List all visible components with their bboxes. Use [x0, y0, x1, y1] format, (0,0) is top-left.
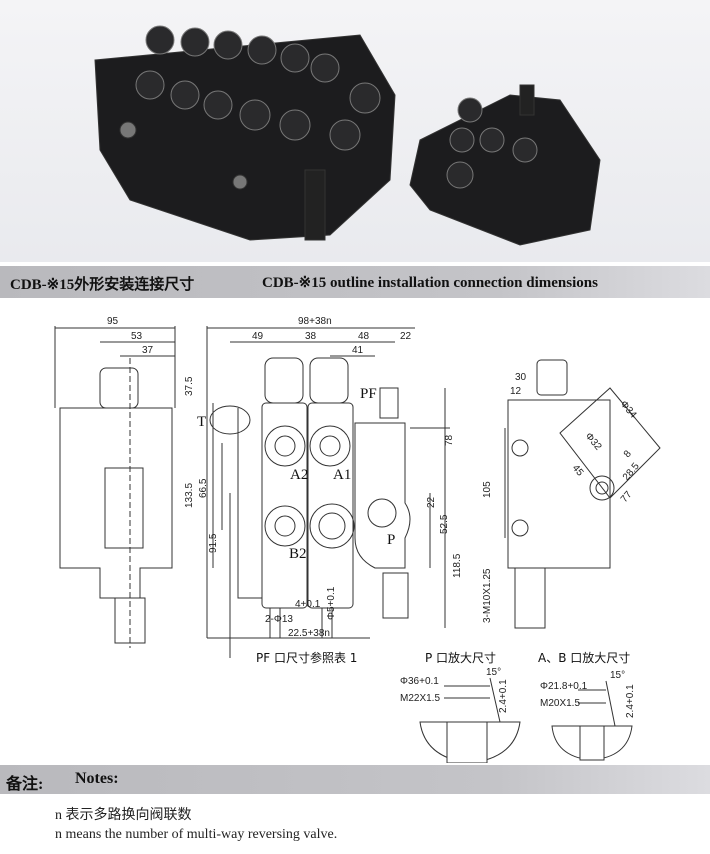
dim-phi32: Φ32: [583, 431, 604, 453]
section-title-en: CDB-※15 outline installation connection …: [262, 275, 598, 291]
dim-49: 49: [252, 331, 264, 342]
ab-port-depth: 2.4+0.1: [625, 684, 636, 718]
p-port-depth: 2.4+0.1: [498, 679, 509, 713]
product-photo: [0, 0, 710, 262]
dim-95: 95: [107, 316, 119, 327]
notes-heading-cn: 备注:: [6, 776, 44, 793]
note-line-en: n means the number of multi-way reversin…: [55, 827, 338, 842]
side-view-drawing: [54, 326, 176, 648]
dim-phi5: Φ5+0.1: [326, 586, 337, 620]
dim-38: 38: [305, 331, 317, 342]
dim-28-5: 28.5: [621, 461, 642, 483]
dim-91-5: 91.5: [208, 533, 219, 553]
section-title-cn: CDB-※15外形安装连接尺寸: [10, 277, 195, 293]
caption-p-port: P 口放大尺寸: [425, 650, 496, 665]
valve-photo-illustration: [94, 25, 601, 246]
p-port-diameter: Φ36+0.1: [400, 676, 439, 687]
port-label-p: P: [387, 532, 395, 548]
notes-heading-en: Notes:: [75, 770, 119, 787]
dim-78: 78: [444, 434, 455, 446]
front-view-drawing: [206, 326, 450, 658]
dim-30: 30: [515, 372, 527, 383]
dim-48: 48: [358, 331, 370, 342]
notes-bar: 备注: Notes:: [0, 765, 710, 794]
port-label-a1: A1: [333, 467, 351, 483]
p-port-thread: M22X1.5: [400, 693, 440, 704]
dim-45: 45: [570, 463, 586, 479]
dim-phi34: Φ34: [618, 399, 639, 421]
port-label-a2: A2: [290, 467, 308, 483]
caption-pf-port: PF 口尺寸参照表 1: [256, 650, 357, 665]
dim-22-5-38n: 22.5+38n: [288, 628, 330, 639]
port-label-pf: PF: [360, 386, 377, 402]
dim-37-5: 37.5: [184, 376, 195, 396]
p-port-section: [419, 677, 521, 763]
dim-37: 37: [142, 345, 154, 356]
dim-133-5: 133.5: [184, 483, 195, 508]
port-label-b2: B2: [289, 546, 307, 562]
ab-port-thread: M20X1.5: [540, 698, 580, 709]
large-valve-image: [94, 25, 396, 241]
dim-52-5: 52.5: [439, 514, 450, 534]
dim-53: 53: [131, 331, 143, 342]
ab-port-angle: 15°: [610, 670, 625, 681]
dim-105: 105: [482, 481, 493, 498]
caption-ab-port: A、B 口放大尺寸: [538, 650, 630, 665]
dim-41: 41: [352, 345, 364, 356]
dim-98-38n: 98+38n: [298, 316, 332, 327]
ab-port-section: [551, 680, 633, 761]
dim-12: 12: [510, 386, 522, 397]
dim-66-5: 66.5: [198, 478, 209, 498]
dim-77: 77: [619, 489, 635, 505]
small-valve-image: [409, 84, 601, 246]
port-label-t: T: [197, 414, 206, 430]
dim-3-m10: 3-M10X1.25: [482, 568, 493, 623]
dim-22-top: 22: [400, 331, 412, 342]
dimension-drawings: 95 53 37 98+38n 49 38 48 22 41 37.5 133.…: [54, 316, 661, 763]
p-port-angle: 15°: [486, 667, 501, 678]
dim-2-phi13: 2-Φ13: [265, 614, 293, 625]
dim-22-right: 22: [426, 496, 437, 508]
end-view-drawing: [504, 359, 661, 629]
ab-port-diameter: Φ21.8+0.1: [540, 681, 588, 692]
dim-8: 8: [622, 448, 634, 460]
dim-118-5: 118.5: [452, 553, 463, 578]
note-line-cn: n 表示多路换向阀联数: [55, 808, 192, 823]
dim-4: 4+0.1: [295, 599, 321, 610]
section-title-bar: CDB-※15外形安装连接尺寸 CDB-※15 outline installa…: [0, 266, 710, 298]
